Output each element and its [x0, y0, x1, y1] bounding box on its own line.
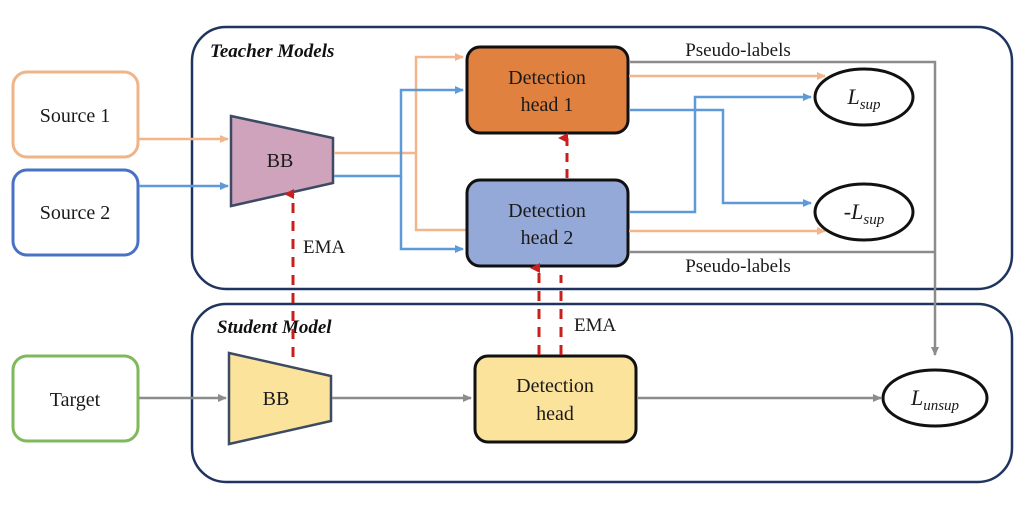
student-detection-head [473, 354, 638, 444]
neg-lsup-sub: sup [863, 212, 884, 228]
target-node [11, 354, 140, 443]
detection-head-2-line2: head 2 [521, 227, 574, 249]
lunsup-main: L [910, 385, 923, 410]
source1-label: Source 1 [40, 105, 111, 127]
teacher-bb-blue-to-head1-arrow [334, 86, 464, 178]
head1-blue-to-neg-lsup-arrow [629, 108, 812, 207]
student-backbone [227, 351, 333, 446]
teacher-bb-orange-to-head1-arrow [334, 53, 464, 155]
detection-head-2 [465, 178, 630, 268]
teacher-models-group [190, 25, 1014, 291]
source2-label: Source 2 [40, 202, 111, 224]
teacher-backbone-label: BB [267, 150, 294, 172]
lunsup-node [881, 368, 989, 428]
ema-backbone-label: EMA [303, 237, 346, 258]
detection-head-1-line1: Detection [508, 67, 586, 89]
pseudo-labels-head1-path [629, 60, 939, 356]
pseudo-labels-bottom-label: Pseudo-labels [685, 256, 791, 277]
source1-node [11, 70, 140, 159]
ema-head-label: EMA [574, 315, 617, 336]
teacher-bb-blue-to-head2-arrow [399, 176, 464, 253]
neg-lsup-prefix: - [844, 199, 851, 224]
student-detection-head-line1: Detection [516, 375, 594, 397]
detection-head-1-line2: head 1 [521, 94, 574, 116]
neg-lsup-label: -Lsup [844, 199, 885, 228]
lunsup-sub: unsup [923, 398, 959, 414]
pseudo-labels-top-label: Pseudo-labels [685, 40, 791, 61]
lsup-label: Lsup [846, 84, 881, 113]
lunsup-label: Lunsup [910, 385, 960, 414]
neg-lsup-node [813, 182, 915, 242]
head2-blue-to-lsup-arrow [629, 93, 812, 214]
student-model-group [190, 302, 1014, 484]
student-model-title: Student Model [217, 317, 332, 338]
lsup-main: L [846, 84, 859, 109]
teacher-bb-orange-to-head2-arrow [414, 153, 466, 232]
neg-lsup-main: L [850, 199, 863, 224]
source2-node [11, 168, 140, 257]
teacher-backbone [229, 114, 335, 208]
target-label: Target [50, 389, 101, 411]
student-backbone-label: BB [263, 388, 290, 410]
lsup-node [813, 67, 915, 127]
student-detection-head-line2: head [536, 403, 574, 425]
teacher-models-title: Teacher Models [210, 41, 334, 62]
detection-head-2-line1: Detection [508, 200, 586, 222]
detection-head-1 [465, 45, 630, 135]
lsup-sub: sup [860, 97, 881, 113]
